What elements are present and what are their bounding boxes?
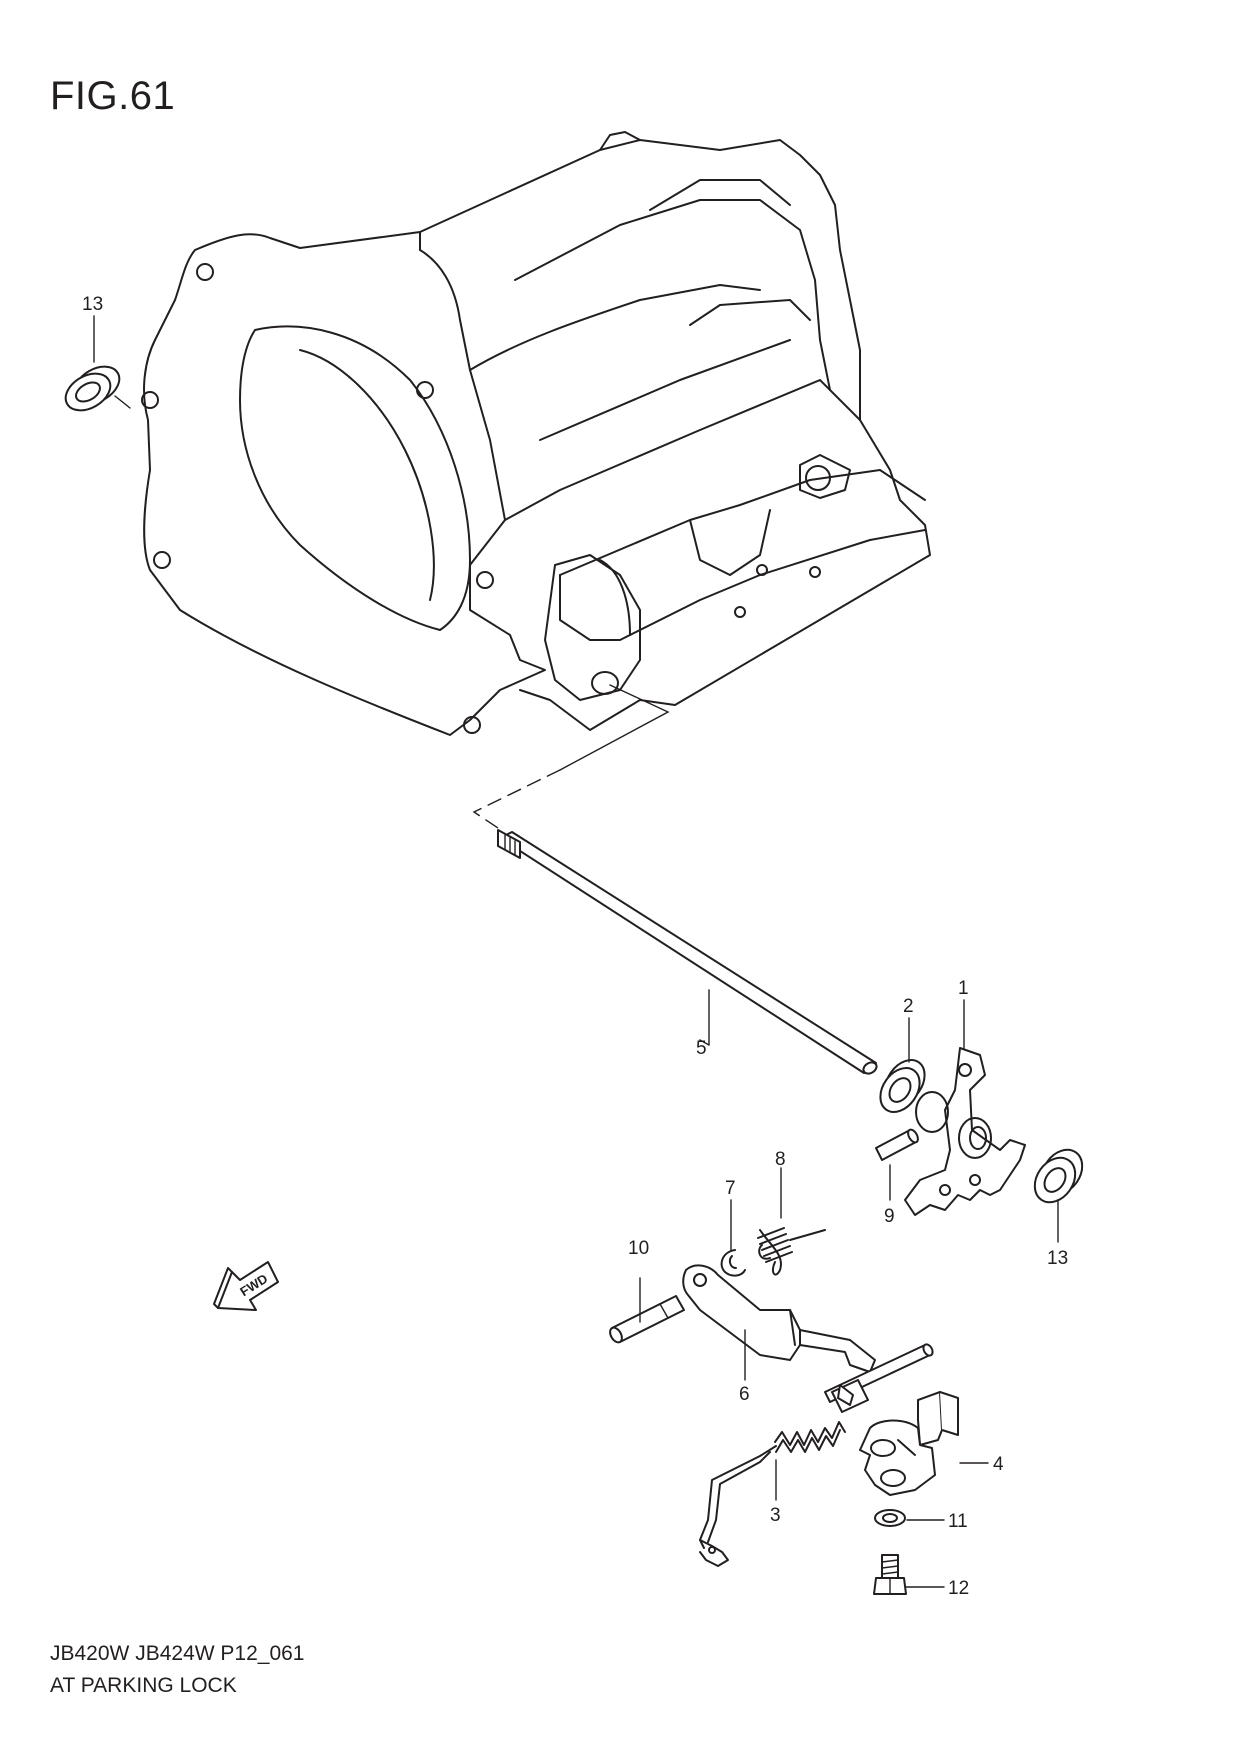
e-clip-7: [720, 1249, 746, 1277]
pin-10: [609, 1295, 685, 1344]
callout-9: 9: [884, 1206, 895, 1227]
callout-10: 10: [628, 1238, 649, 1259]
leader-lines: [93, 315, 1059, 1588]
oil-seal-13-left: [64, 365, 131, 412]
figure-caption: AT PARKING LOCK: [50, 1674, 237, 1697]
lock-rod-lever-6: [682, 1264, 876, 1373]
detent-plate-1: [904, 1047, 1026, 1216]
figure-title: FIG.61: [50, 74, 176, 118]
pin-9: [875, 1128, 919, 1161]
callout-3: 3: [770, 1505, 781, 1526]
callout-4: 4: [993, 1454, 1004, 1475]
callout-2: 2: [903, 996, 914, 1017]
callout-7: 7: [725, 1178, 736, 1199]
callout-12: 12: [948, 1578, 969, 1599]
callout-11: 11: [948, 1511, 968, 1532]
callout-13b: 13: [1047, 1248, 1068, 1269]
spring-8: [757, 1227, 826, 1276]
callout-1: 1: [958, 978, 969, 999]
rod-bracket-4: [859, 1391, 959, 1496]
bolt-12: [873, 1554, 907, 1595]
seal-2: [879, 1059, 926, 1113]
callout-13a: 13: [82, 294, 103, 315]
washer-11: [874, 1509, 906, 1527]
model-code: JB420W JB424W P12_061: [50, 1642, 305, 1665]
callout-5: 5: [696, 1038, 707, 1059]
callout-labels: 13 1 2 5 9 13 8 7 10 6 3 4 11 12: [82, 294, 1068, 1599]
oil-seal-13-right: [1033, 1148, 1084, 1204]
callout-6: 6: [739, 1384, 750, 1405]
callout-8: 8: [775, 1149, 786, 1170]
parking-lock-rod-3: [699, 1343, 934, 1567]
forward-arrow-icon: FWD: [213, 1261, 279, 1311]
manual-shaft-5: [497, 829, 878, 1075]
transmission-case: [141, 131, 931, 833]
